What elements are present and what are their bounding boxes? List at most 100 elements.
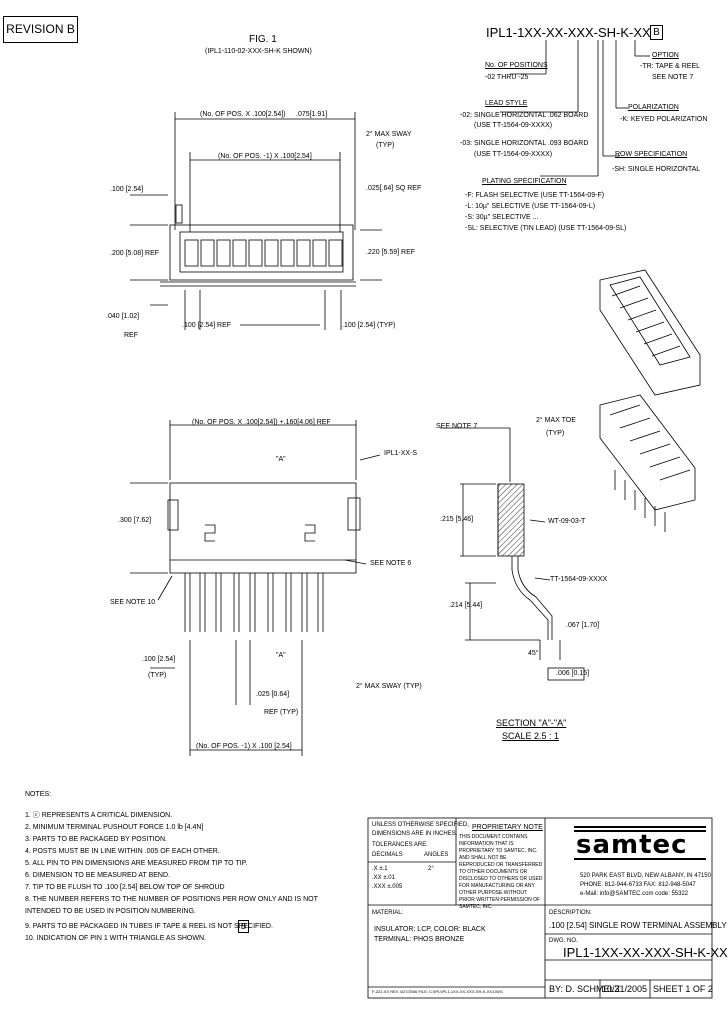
- dim-front-typ: (TYP): [148, 672, 167, 679]
- tb-dwg-no: IPL1-1XX-XX-XXX-SH-K-XX: [563, 945, 728, 960]
- tb-tol-2: .XX ±.01: [372, 875, 395, 881]
- see-note-6: SEE NOTE 6: [370, 560, 412, 567]
- tb-tolerances: TOLERANCES ARE:: [372, 842, 428, 848]
- part-header-rev: B: [650, 25, 663, 40]
- front-view-leads: [184, 573, 324, 632]
- tb-material-line: INSULATOR: LCP, COLOR: BLACK: [374, 926, 486, 933]
- fig1-body: [169, 224, 354, 281]
- dim-top-a2: .075[1.91]: [296, 111, 328, 118]
- dim-front-bottom: (No. OF POS. -1) X .100 [2.54]: [196, 743, 292, 750]
- tb-decimals: DECIMALS: [372, 852, 403, 858]
- tb-address: e-Mail: info@SAMTEC.com code: 55322: [580, 891, 689, 897]
- fig-subtitle: (IPL1-110-02-XXX-SH-K SHOWN): [205, 48, 312, 55]
- lead-style-line: -02: SINGLE HORIZONTAL .062 BOARD: [460, 112, 589, 119]
- see-note-7: SEE NOTE 7: [436, 423, 478, 430]
- tb-description-label: DESCRIPTION:: [549, 910, 592, 916]
- note-line: 4. POSTS MUST BE IN LINE WITHIN .005 OF …: [25, 848, 220, 855]
- lead-style-label: LEAD STYLE: [485, 100, 528, 107]
- front-view-body: [169, 482, 357, 574]
- logo-text: samtec: [576, 830, 688, 860]
- dim-side-067: .067 [1.70]: [566, 622, 600, 629]
- label-wt: WT-09-03-T: [548, 518, 586, 525]
- note-line: 7. TIP TO BE FLUSH TO .100 [2.54] BELOW …: [25, 884, 225, 891]
- tb-date: 10/31/2005: [602, 984, 648, 994]
- dim-ref-typ: REF (TYP): [264, 709, 299, 716]
- fig-title: FIG. 1: [249, 34, 277, 45]
- dim-top-a: (No. OF POS. X .100[2.54]): [200, 111, 286, 118]
- section-title: SECTION "A"-"A": [496, 718, 567, 728]
- dim-left-100: .100 [2.54]: [110, 186, 144, 193]
- revision-label: REVISION B: [3, 16, 78, 43]
- note-line: 3. PARTS TO BE PACKAGED BY POSITION.: [25, 836, 167, 843]
- dim-sway: 2° MAX SWAY: [366, 131, 412, 138]
- lead-style-line: -03: SINGLE HORIZONTAL .093 BOARD: [460, 140, 589, 147]
- positions-label: No. OF POSITIONS: [485, 62, 548, 69]
- tb-address: 520 PARK EAST BLVD, NEW ALBANY, IN 47150: [580, 873, 711, 879]
- tb-by: BY: D. SCHMELZ: [549, 984, 621, 994]
- plating-line: -S: 30µ" SELECTIVE ...: [465, 214, 539, 221]
- positions-value: -02 THRU -25: [485, 74, 529, 81]
- dim-bottom-100-typ: .100 [2.54] (TYP): [342, 322, 396, 329]
- tb-tol-angle: 2°: [428, 866, 434, 872]
- plating-line: -L: 10µ" SELECTIVE (USE TT-1564-09-L): [465, 203, 596, 210]
- dim-toe-typ: (TYP): [546, 430, 565, 437]
- note-line: 9. PARTS TO BE PACKAGED IN TUBES IF TAPE…: [25, 923, 273, 930]
- notes-title: NOTES:: [25, 791, 52, 798]
- lead-style-line: (USE TT-1564-09-XXXX): [474, 151, 553, 158]
- polarization-value: -K: KEYED POLARIZATION: [620, 116, 708, 123]
- tb-dims-in: DIMENSIONS ARE IN INCHES.: [372, 831, 458, 837]
- dim-left-040: .040 [1.02]: [106, 313, 140, 320]
- iso-view-bottom: [599, 394, 696, 532]
- note-line: 8. THE NUMBER REFERS TO THE NUMBER OF PO…: [25, 896, 318, 903]
- dim-front-top: (No. OF POS. X .100[2.54]) +.160[4.06] R…: [192, 419, 331, 426]
- label-tt: TT-1564-09-XXXX: [550, 576, 608, 583]
- dim-top-b: (No. OF POS. -1) X .100[2.54]: [218, 153, 312, 160]
- tb-sheet: SHEET 1 OF 2: [653, 984, 713, 994]
- dim-flat: .006 [0.15]: [556, 670, 590, 677]
- plating-line: -SL: SELECTIVE (TIN LEAD) (USE TT-1564-0…: [465, 225, 627, 232]
- dim-typ: (TYP): [376, 142, 395, 149]
- row-spec-value: -SH: SINGLE HORIZONTAL: [612, 166, 701, 173]
- section-a-top: "A": [276, 456, 286, 463]
- iso-view-top: [599, 269, 701, 396]
- dim-angle: 45°: [528, 650, 539, 657]
- tb-angles: ANGLES: [424, 852, 449, 858]
- note-line: 1. ⓒ REPRESENTS A CRITICAL DIMENSION.: [25, 812, 173, 819]
- note-line: 2. MINIMUM TERMINAL PUSHOUT FORCE 1.0 lb…: [25, 824, 204, 831]
- dim-sq-ref: .025[.64] SQ REF: [366, 185, 422, 192]
- tb-tol-3: .XXX ±.005: [372, 884, 403, 890]
- tb-material-line: TERMINAL: PHOS BRONZE: [374, 936, 465, 943]
- note-line: 5. ALL PIN TO PIN DIMENSIONS ARE MEASURE…: [25, 860, 248, 867]
- samtec-logo: samtec: [572, 826, 708, 862]
- dim-toe: 2° MAX TOE: [536, 417, 576, 424]
- tb-dwg-label: DWG. NO.: [549, 938, 578, 944]
- label-ipl: IPL1-XX-S: [384, 450, 418, 457]
- dim-side-214: .214 [5.44]: [449, 602, 483, 609]
- lead-style-line: (USE TT-1564-09-XXXX): [474, 122, 553, 129]
- tb-address: PHONE: 812-944-6733 FAX: 812-948-5047: [580, 882, 696, 888]
- dim-ref: REF: [124, 332, 138, 339]
- part-number-header: IPL1-1XX-XX-XXX-SH-K-XX: [486, 25, 651, 40]
- option-line: SEE NOTE 7: [652, 74, 694, 81]
- dim-right-220: .220 [5.59] REF: [366, 249, 416, 256]
- polarization-label: POLARIZATION: [628, 104, 679, 111]
- dim-side-215: .215 [5.46]: [440, 516, 474, 523]
- tb-tol-1: .X ±.1: [372, 866, 388, 872]
- tb-footer: F-222-XX REV 4/27/2006 FILE: C:\IPL\IPL1…: [372, 989, 503, 994]
- dim-front-025: .025 [0.64]: [256, 691, 290, 698]
- option-line: -TR: TAPE & REEL: [640, 63, 701, 70]
- row-spec-label: ROW SPECIFICATION: [615, 151, 688, 158]
- section-a-bottom: "A": [276, 652, 286, 659]
- note-line: INTENDED TO BE USED IN POSITION NUMBERIN…: [25, 908, 196, 915]
- dim-left-200: .200 [5.08] REF: [110, 250, 160, 257]
- option-label: OPTION: [652, 52, 679, 59]
- dim-front-100: .100 [2.54]: [142, 656, 176, 663]
- section-scale: SCALE 2.5 : 1: [502, 731, 560, 741]
- tb-description: .100 [2.54] SINGLE ROW TERMINAL ASSEMBLY: [549, 921, 727, 930]
- note-rev-marker: B: [238, 920, 249, 933]
- see-note-10: SEE NOTE 10: [110, 599, 156, 606]
- tb-material-label: MATERIAL:: [372, 910, 404, 916]
- tb-proprietary-text: THIS DOCUMENT CONTAINS INFORMATION THAT …: [459, 834, 543, 910]
